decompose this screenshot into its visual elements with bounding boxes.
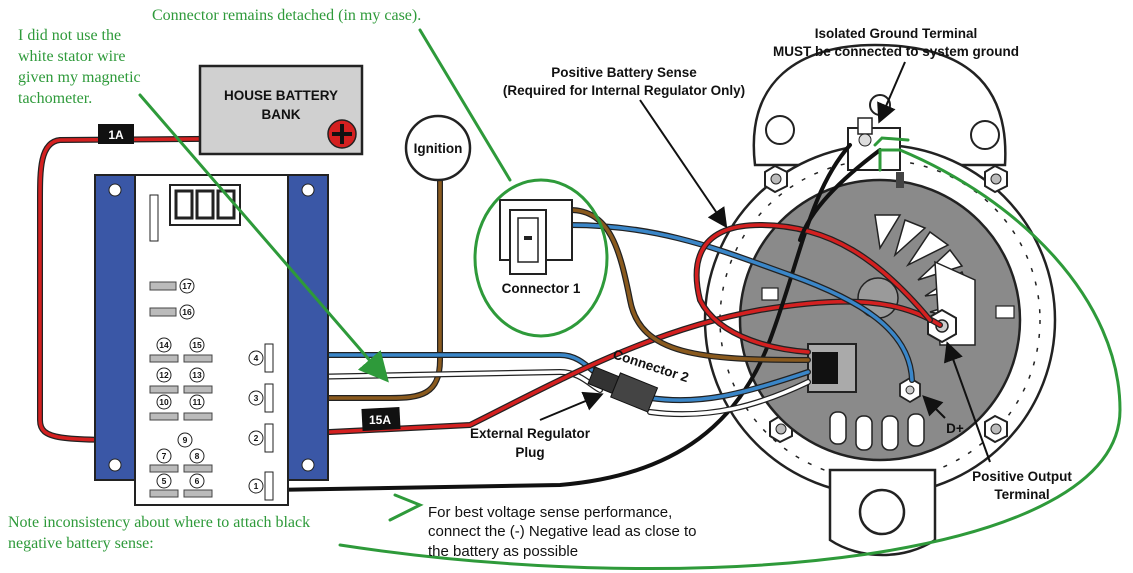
d-plus-label: D+: [946, 421, 964, 436]
terminal-2: 2: [254, 433, 259, 443]
regulator-pins: 17 16 14 15 12 13 10 11 9 7: [149, 278, 213, 498]
pin-7: 7: [162, 451, 167, 461]
best-sense-label-1: For best voltage sense performance,: [428, 504, 672, 521]
note-inconsistency-2: negative battery sense:: [8, 535, 154, 552]
house-battery-label-1: HOUSE BATTERY: [224, 88, 338, 103]
alternator-bolts: [764, 164, 1008, 444]
ext-reg-label-2: Plug: [515, 445, 544, 460]
pos-output-label-1: Positive Output: [972, 469, 1072, 484]
note-stator-2: white stator wire: [18, 48, 126, 65]
pin-5: 5: [162, 476, 167, 486]
leader-arrows: [539, 61, 991, 463]
pin-9: 9: [183, 435, 188, 445]
note-connector-detached: Connector remains detached (in my case).: [152, 7, 421, 24]
pin-11: 11: [193, 397, 202, 407]
fuse-1a-label: 1A: [108, 128, 124, 142]
note-stator-3: given my magnetic: [18, 69, 141, 86]
note-inconsistency-1: Note inconsistency about where to attach…: [8, 514, 310, 531]
pos-output-label-2: Terminal: [994, 487, 1049, 502]
best-sense-label-3: the battery as possible: [428, 543, 578, 560]
connector-1: Connector 1: [499, 199, 581, 296]
ext-reg-label-1: External Regulator: [470, 426, 591, 441]
house-battery: HOUSE BATTERY BANK: [198, 64, 364, 156]
note-stator-1: I did not use the: [18, 27, 121, 44]
pin-16: 16: [182, 307, 192, 317]
fuse-15a: 15A: [361, 407, 401, 431]
pin-14: 14: [159, 340, 169, 350]
iso-ground-label-2: MUST be connected to system ground: [773, 44, 1019, 59]
fuse-15a-label: 15A: [369, 413, 391, 427]
pin-13: 13: [192, 370, 202, 380]
green-annotations: [138, 28, 1122, 571]
pin-8: 8: [195, 451, 200, 461]
pin-6: 6: [195, 476, 200, 486]
fuse-1a: 1A: [98, 124, 134, 144]
regulator: 17 16 14 15 12 13 10 11 9 7: [94, 174, 329, 506]
terminal-4: 4: [254, 353, 259, 363]
pin-10: 10: [159, 397, 169, 407]
pos-sense-label-1: Positive Battery Sense: [551, 65, 697, 80]
pos-sense-label-2: (Required for Internal Regulator Only): [503, 83, 745, 98]
pin-17: 17: [182, 281, 192, 291]
wires: [37, 135, 943, 492]
pin-15: 15: [192, 340, 202, 350]
connector1-label: Connector 1: [502, 281, 581, 296]
connector-note-arrow: [418, 28, 512, 182]
terminal-3: 3: [254, 393, 259, 403]
pin-12: 12: [159, 370, 169, 380]
ignition-label: Ignition: [414, 141, 463, 156]
regulator-terminals: 4 3 2 1: [248, 343, 274, 501]
iso-ground-label-1: Isolated Ground Terminal: [815, 26, 978, 41]
terminal-1: 1: [254, 481, 259, 491]
ignition: Ignition: [404, 114, 472, 182]
stator-note-arrow: [138, 93, 389, 383]
house-battery-label-2: BANK: [262, 107, 301, 122]
connector1-circle: [473, 178, 609, 338]
note-stator-4: tachometer.: [18, 90, 92, 107]
best-sense-label-2: connect the (-) Negative lead as close t…: [428, 523, 696, 540]
